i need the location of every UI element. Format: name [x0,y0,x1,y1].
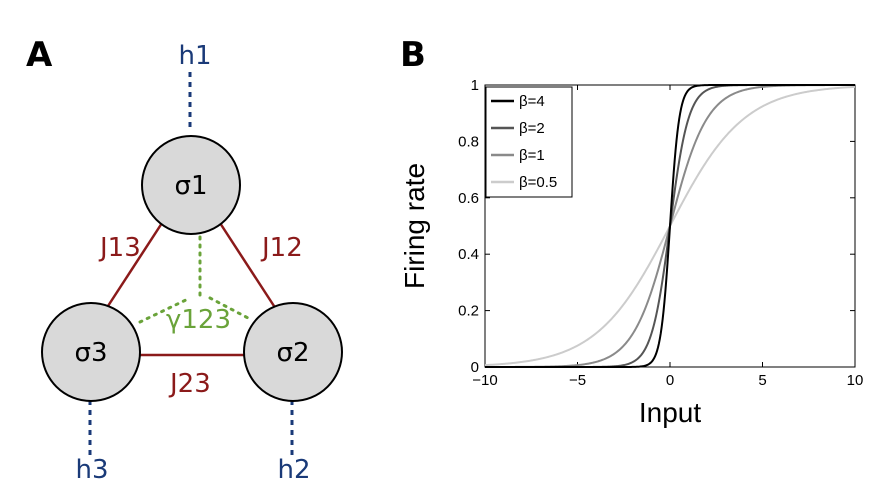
legend-label: β=4 [519,93,545,110]
legend-label: β=0.5 [519,174,557,191]
legend-box [485,86,573,198]
x-tick-label: 5 [758,372,766,389]
coupling-label-j23: J23 [168,369,211,399]
x-tick-label: 10 [847,372,864,389]
y-tick-label: 0.2 [458,303,479,320]
triplet-line-2 [208,296,250,320]
curve-beta-4 [485,84,855,368]
input-label-h1: h1 [178,41,211,71]
x-axis-label: Input [639,397,701,428]
node-sigma3 [41,302,141,402]
input-label-h3: h3 [75,455,108,485]
y-tick-label: 0.6 [458,190,479,207]
axis-ticks: −10 −5 0 5 10 0 0.2 0.4 0.6 0.8 1 [458,77,863,389]
edge-j13 [106,222,164,307]
triplet-line-3 [138,296,192,324]
y-tick-label: 1 [471,77,479,94]
node-sigma1 [141,135,241,235]
legend-label: β=1 [519,147,545,164]
x-tick-label: 0 [666,372,674,389]
edge-j12 [218,222,276,307]
legend-label: β=2 [519,120,545,137]
node-label-sigma1: σ1 [174,171,207,201]
node-sigma2 [243,302,343,402]
x-tick-label: −10 [472,372,497,389]
panel-b: B −10 −5 0 5 10 0 0.2 0.4 0.6 0.8 1 Input Firing r… [399,35,863,428]
node-label-sigma3: σ3 [74,338,107,368]
coupling-label-j12: J12 [260,233,303,263]
coupling-label-j13: J13 [98,233,141,263]
y-axis-label: Firing rate [399,163,430,289]
panel-b-letter: B [400,35,426,75]
triplet-label-gamma123: γ123 [166,305,231,335]
y-tick-label: 0.4 [458,246,479,263]
curves [484,84,856,368]
input-label-h2: h2 [277,455,310,485]
y-tick-label: 0 [471,359,479,376]
node-label-sigma2: σ2 [276,338,309,368]
y-tick-label: 0.8 [458,133,479,150]
panel-a-letter: A [26,35,53,75]
legend: β=4 β=2 β=1 β=0.5 [485,86,573,198]
panel-a: A σ1 σ3 σ2 h1 h3 h2 J13 J12 J23 γ123 [26,35,343,485]
x-tick-label: −5 [569,372,586,389]
